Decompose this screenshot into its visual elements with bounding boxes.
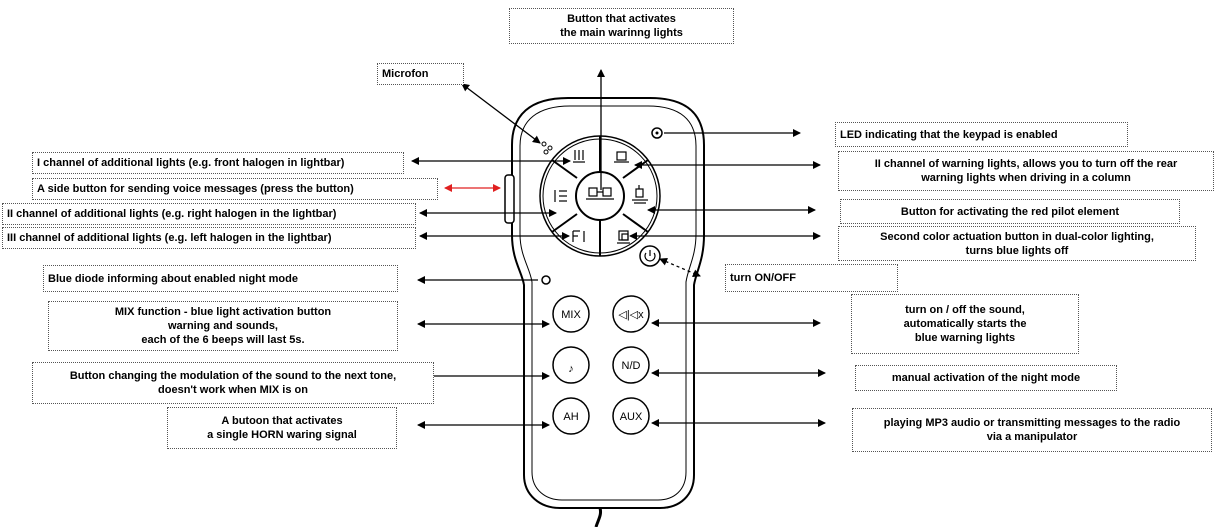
horn-label: AH — [563, 411, 578, 423]
callout-mix: MIX function - blue light activation but… — [48, 301, 398, 351]
callout-line: each of the 6 beeps will last 5s. — [141, 334, 305, 346]
callout-ch3-additional: III channel of additional lights (e.g. l… — [2, 227, 416, 249]
callout-line: doesn't work when MIX is on — [158, 384, 308, 396]
ch3-additional-icon — [572, 230, 585, 242]
callout-line: Microfon — [382, 68, 429, 80]
callout-line: blue warning lights — [914, 332, 1016, 344]
microphone-holes — [541, 141, 553, 155]
power-button[interactable] — [639, 245, 661, 267]
callout-line: A butoon that activates — [221, 415, 343, 427]
callout-horn: A butoon that activates a single HORN wa… — [167, 407, 397, 449]
callout-line: Button for activating the red pilot elem… — [900, 205, 1120, 218]
arrow-power — [659, 258, 701, 277]
callout-modulation: Button changing the modulation of the so… — [32, 362, 434, 404]
night-mode-diode — [541, 275, 551, 285]
sound-toggle-button[interactable]: ◁|◁x — [612, 295, 650, 333]
main-warning-icon — [586, 187, 614, 200]
callout-line: II channel of warning lights, allows you… — [874, 158, 1178, 170]
callout-mp3: playing MP3 audio or transmitting messag… — [852, 408, 1212, 452]
callout-red-pilot: Button for activating the red pilot elem… — [840, 199, 1180, 224]
callout-line: warning lights when driving in a column — [921, 172, 1131, 184]
callout-line: Second color actuation button in dual-co… — [880, 230, 1154, 243]
callout-second-color: Second color actuation button in dual-co… — [838, 226, 1196, 261]
callout-line: turn on / off the sound, — [905, 304, 1025, 316]
callout-microfon: Microfon — [377, 63, 464, 85]
music-note-icon: ♪ — [568, 363, 574, 375]
callout-line: turns blue lights off — [965, 244, 1069, 257]
aux-button[interactable]: AUX — [612, 397, 650, 435]
callout-turn-on-off: turn ON/OFF — [725, 264, 898, 292]
callout-ch2-warning: II channel of warning lights, allows you… — [838, 151, 1214, 191]
callout-sound-toggle: turn on / off the sound, automatically s… — [851, 294, 1079, 354]
callout-line: turn ON/OFF — [730, 272, 796, 284]
callout-line: via a manipulator — [986, 431, 1078, 443]
callout-line: a single HORN waring signal — [207, 429, 357, 441]
callout-line: II channel of additional lights (e.g. ri… — [7, 208, 337, 220]
keypad-ring[interactable] — [539, 135, 661, 257]
callout-line: playing MP3 audio or transmitting messag… — [883, 417, 1181, 429]
callout-line: MIX function - blue light activation but… — [114, 306, 332, 318]
red-pilot-icon — [632, 185, 648, 204]
arrow-microfon — [461, 83, 541, 144]
callout-blue-diode: Blue diode informing about enabled night… — [43, 265, 398, 292]
callout-night-mode: manual activation of the night mode — [855, 365, 1117, 391]
callout-side-button: A side button for sending voice messages… — [32, 178, 438, 200]
callout-line: Button changing the modulation of the so… — [69, 370, 397, 382]
callout-led: LED indicating that the keypad is enable… — [835, 122, 1128, 147]
ch2-warning-icon — [614, 151, 629, 163]
callout-ch2-additional: II channel of additional lights (e.g. ri… — [2, 203, 416, 225]
callout-line: the main warinng lights — [560, 27, 683, 39]
mix-button-label: MIX — [561, 309, 581, 321]
modulation-button[interactable]: ♪ — [552, 346, 590, 384]
ch1-additional-icon — [573, 150, 585, 163]
sound-toggle-label: ◁|◁x — [618, 309, 644, 321]
callout-arrows — [411, 69, 826, 429]
night-mode-button[interactable]: N/D — [612, 346, 650, 384]
keypad-icons — [554, 150, 648, 244]
second-color-icon — [617, 230, 630, 244]
aux-label: AUX — [620, 411, 643, 423]
callout-line: warning and sounds, — [167, 320, 278, 332]
callout-line: LED indicating that the keypad is enable… — [840, 128, 1058, 141]
callout-line: III channel of additional lights (e.g. l… — [7, 232, 332, 244]
callout-line: I channel of additional lights (e.g. fro… — [37, 157, 345, 169]
mix-button[interactable]: MIX — [552, 295, 590, 333]
horn-button[interactable]: AH — [552, 397, 590, 435]
callout-line: automatically starts the — [903, 318, 1027, 330]
callout-line: manual activation of the night mode — [891, 372, 1081, 384]
callout-line: Blue diode informing about enabled night… — [48, 272, 298, 285]
callout-line: A side button for sending voice messages… — [37, 183, 354, 195]
ch2-additional-icon — [554, 190, 567, 202]
callout-main-warning: Button that activates the main warinng l… — [509, 8, 734, 44]
callout-line: Button that activates — [567, 13, 676, 25]
night-mode-label: N/D — [622, 360, 641, 372]
led-indicator — [651, 127, 663, 139]
callout-ch1-additional: I channel of additional lights (e.g. fro… — [32, 152, 404, 174]
